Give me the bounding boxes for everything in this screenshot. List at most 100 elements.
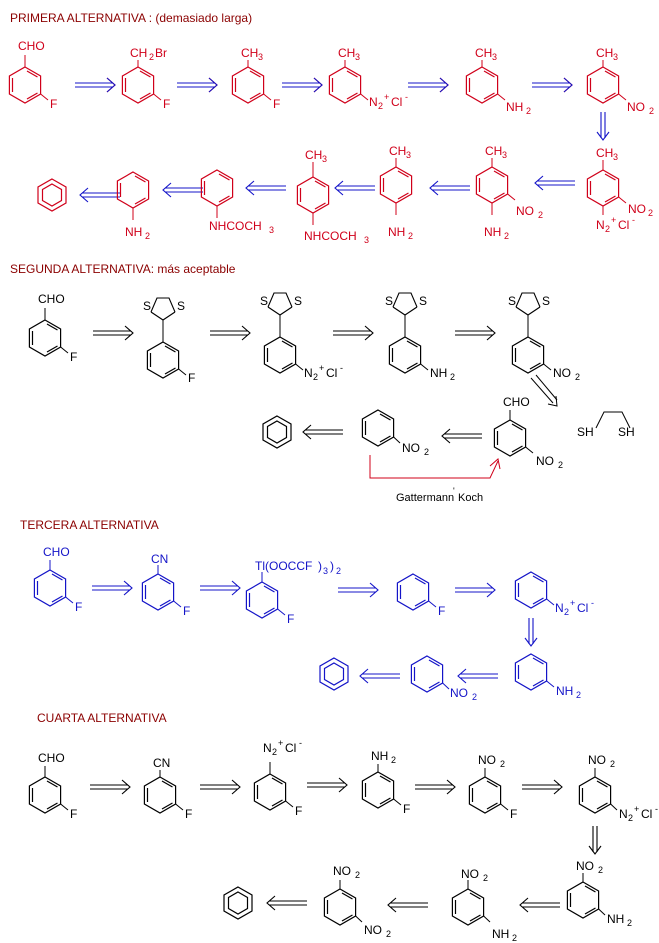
svg-text:NO: NO	[450, 686, 468, 700]
svg-text:2: 2	[408, 231, 413, 241]
svg-text:NO: NO	[333, 864, 351, 878]
svg-text:NO: NO	[364, 923, 382, 937]
svg-text:NH: NH	[371, 749, 388, 763]
svg-text:2: 2	[627, 918, 632, 928]
svg-text:-: -	[299, 738, 302, 748]
svg-text:F: F	[287, 612, 294, 626]
svg-text:2: 2	[512, 933, 517, 943]
svg-text:-: -	[655, 804, 658, 814]
primera-arrows	[74, 77, 610, 203]
svg-text:2: 2	[504, 231, 509, 241]
svg-text:2: 2	[378, 101, 383, 111]
svg-text:2: 2	[391, 755, 396, 765]
svg-text:Cl: Cl	[641, 807, 652, 821]
svg-text:): )	[318, 559, 322, 573]
svg-text:CHO: CHO	[503, 395, 530, 409]
svg-text:2: 2	[558, 460, 563, 470]
svg-text:S: S	[508, 294, 516, 308]
svg-text:2: 2	[145, 231, 150, 241]
svg-text:F: F	[163, 97, 170, 111]
svg-text:-: -	[591, 598, 594, 608]
svg-text:2: 2	[564, 607, 569, 617]
svg-text:+: +	[634, 804, 639, 814]
svg-text:NH: NH	[607, 912, 624, 926]
svg-text:+: +	[319, 363, 324, 373]
svg-text:NO: NO	[402, 441, 420, 455]
svg-text:N: N	[555, 601, 564, 615]
heading-segunda: SEGUNDA ALTERNATIVA: más aceptable	[10, 262, 236, 276]
svg-text:CHO: CHO	[18, 39, 45, 53]
svg-text:CH: CH	[130, 46, 147, 60]
svg-text:NH: NH	[125, 225, 142, 239]
svg-text:3: 3	[613, 52, 618, 62]
svg-text:NO: NO	[576, 859, 594, 873]
svg-text:2: 2	[598, 865, 603, 875]
svg-text:2: 2	[576, 690, 581, 700]
svg-text:Cl: Cl	[391, 95, 402, 109]
svg-text:S: S	[419, 294, 427, 308]
svg-text:N: N	[263, 741, 272, 755]
svg-text:Cl: Cl	[326, 366, 337, 380]
svg-text:CH: CH	[389, 144, 406, 158]
svg-text:Koch: Koch	[458, 492, 483, 504]
svg-text:S: S	[294, 294, 302, 308]
svg-text:3: 3	[502, 150, 507, 160]
svg-text:CN: CN	[153, 756, 170, 770]
svg-text:N: N	[304, 366, 313, 380]
svg-text:Cl: Cl	[577, 601, 588, 615]
svg-text:2: 2	[526, 106, 531, 116]
svg-text:NH: NH	[388, 225, 405, 239]
svg-text:F: F	[295, 804, 302, 818]
svg-text:CN: CN	[151, 552, 168, 566]
svg-text:2: 2	[355, 870, 360, 880]
svg-text:3: 3	[492, 52, 497, 62]
svg-text:CH: CH	[596, 46, 613, 60]
svg-text:Cl: Cl	[285, 741, 296, 755]
svg-text:Gattermann: Gattermann	[396, 492, 454, 504]
svg-text:NO: NO	[588, 753, 606, 767]
svg-text:CH: CH	[305, 148, 322, 162]
svg-text:NH: NH	[556, 684, 573, 698]
svg-text:+: +	[278, 738, 283, 748]
svg-text:NO: NO	[536, 454, 554, 468]
svg-text:+: +	[611, 215, 616, 225]
svg-text:CHO: CHO	[38, 751, 65, 765]
svg-text:2: 2	[649, 106, 654, 116]
svg-text:CH: CH	[596, 146, 613, 160]
svg-text:2: 2	[575, 372, 580, 382]
svg-text:-: -	[405, 92, 408, 102]
svg-text:Cl: Cl	[618, 218, 629, 232]
svg-text:F: F	[70, 350, 77, 364]
svg-text:NH: NH	[430, 366, 447, 380]
svg-text:3: 3	[258, 52, 263, 62]
svg-text:NHCOCH: NHCOCH	[209, 219, 262, 233]
svg-text:-: -	[632, 215, 635, 225]
svg-text:): )	[330, 559, 334, 573]
svg-text:+: +	[384, 92, 389, 102]
svg-text:CH: CH	[338, 46, 355, 60]
svg-text:2: 2	[538, 210, 543, 220]
svg-text:S: S	[177, 299, 185, 313]
svg-text:3: 3	[406, 150, 411, 160]
svg-text:NO: NO	[516, 204, 534, 218]
svg-text:3: 3	[364, 235, 369, 245]
svg-text:NHCOCH: NHCOCH	[304, 229, 357, 243]
svg-text:2: 2	[424, 447, 429, 457]
svg-text:F: F	[403, 802, 410, 816]
svg-text:F: F	[183, 604, 190, 618]
svg-text:2: 2	[149, 52, 154, 62]
heading-tercera: TERCERA ALTERNATIVA	[20, 518, 159, 532]
svg-text:2: 2	[313, 372, 318, 382]
svg-text:NH: NH	[484, 225, 501, 239]
svg-text:N: N	[619, 807, 628, 821]
svg-text:3: 3	[323, 566, 328, 576]
svg-text:+: +	[570, 598, 575, 608]
svg-text:S: S	[385, 294, 393, 308]
svg-text:': '	[453, 486, 455, 496]
svg-text:F: F	[438, 604, 445, 618]
